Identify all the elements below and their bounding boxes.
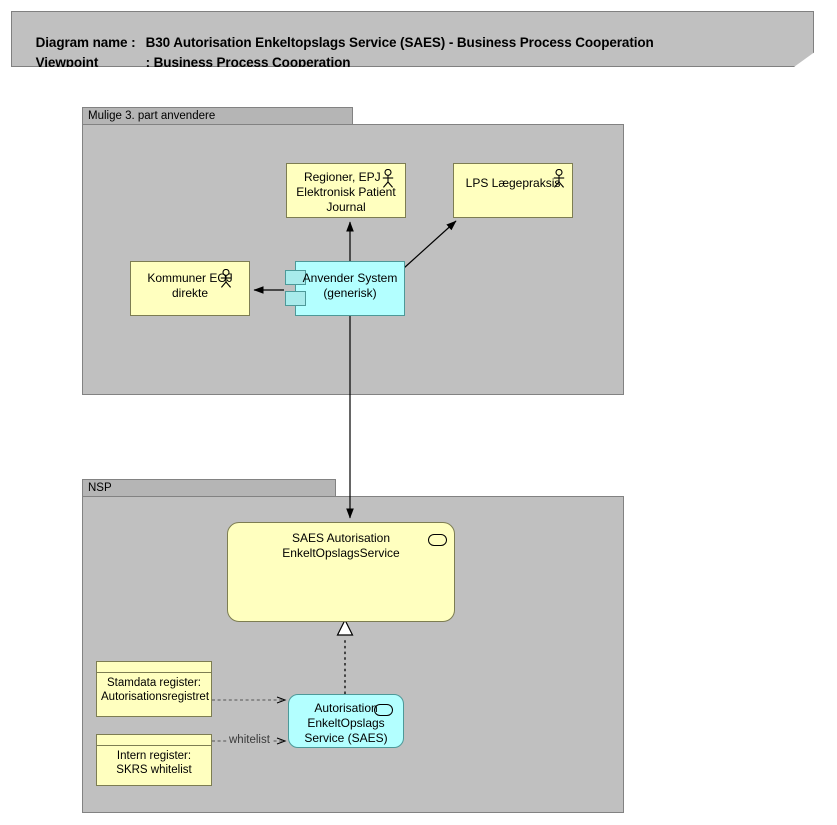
- node-regioner-epj[interactable]: Regioner, EPJ - Elektronisk Patient Jour…: [286, 163, 406, 218]
- node-anvender-system[interactable]: Anvender System (generisk): [285, 261, 405, 316]
- group-third-party: Mulige 3. part anvendere: [82, 107, 624, 395]
- register-header-strip: [97, 662, 211, 673]
- actor-icon: [220, 269, 232, 288]
- service-oval-icon: [374, 704, 393, 716]
- group-nsp-label: NSP: [82, 479, 336, 497]
- node-regioner-epj-label: Regioner, EPJ - Elektronisk Patient Jour…: [296, 170, 396, 214]
- viewpoint-key: Viewpoint: [35, 55, 99, 70]
- viewpoint-line: Viewpoint : Business Process Cooperation: [21, 40, 351, 70]
- node-intern-register-skrs-label: Intern register: SKRS whitelist: [116, 750, 192, 776]
- component-tab-icon: [285, 291, 306, 306]
- node-kommuner-eoj-label: Kommuner EOJ direkte: [147, 271, 233, 300]
- node-lps-laegepraksis-label: LPS Lægepraksis: [465, 176, 561, 190]
- node-saes-autorisation-service[interactable]: SAES Autorisation EnkeltOpslagsService: [227, 522, 455, 622]
- diagram-name-key: Diagram name :: [35, 35, 136, 50]
- node-stamdata-register[interactable]: Stamdata register: Autorisationsregistre…: [96, 661, 212, 717]
- register-header-strip: [97, 735, 211, 746]
- node-autorisation-enkeltopslags-service[interactable]: Autorisation EnkeltOpslags Service (SAES…: [288, 694, 404, 748]
- viewpoint-value: : Business Process Cooperation: [145, 55, 351, 70]
- diagram-title-banner: Diagram name : B30 Autorisation Enkeltops…: [11, 11, 814, 67]
- node-lps-laegepraksis[interactable]: LPS Lægepraksis: [453, 163, 573, 218]
- component-tab-icon: [285, 270, 306, 285]
- node-autorisation-enkeltopslags-service-label: Autorisation EnkeltOpslags Service (SAES…: [304, 701, 388, 745]
- node-anvender-system-label: Anvender System (generisk): [302, 271, 398, 300]
- node-saes-autorisation-service-label: SAES Autorisation EnkeltOpslagsService: [282, 531, 400, 560]
- actor-icon: [382, 169, 394, 188]
- node-kommuner-eoj[interactable]: Kommuner EOJ direkte: [130, 261, 250, 316]
- edge-label-whitelist: whitelist: [228, 734, 271, 746]
- diagram-name-value: B30 Autorisation Enkeltopslags Service (…: [145, 35, 654, 50]
- node-stamdata-register-label: Stamdata register: Autorisationsregistre…: [101, 677, 210, 703]
- diagram-name-line: Diagram name : B30 Autorisation Enkeltops…: [21, 20, 654, 65]
- service-oval-icon: [428, 534, 447, 546]
- group-third-party-label: Mulige 3. part anvendere: [82, 107, 353, 125]
- node-intern-register-skrs[interactable]: Intern register: SKRS whitelist: [96, 734, 212, 786]
- actor-icon: [553, 169, 565, 188]
